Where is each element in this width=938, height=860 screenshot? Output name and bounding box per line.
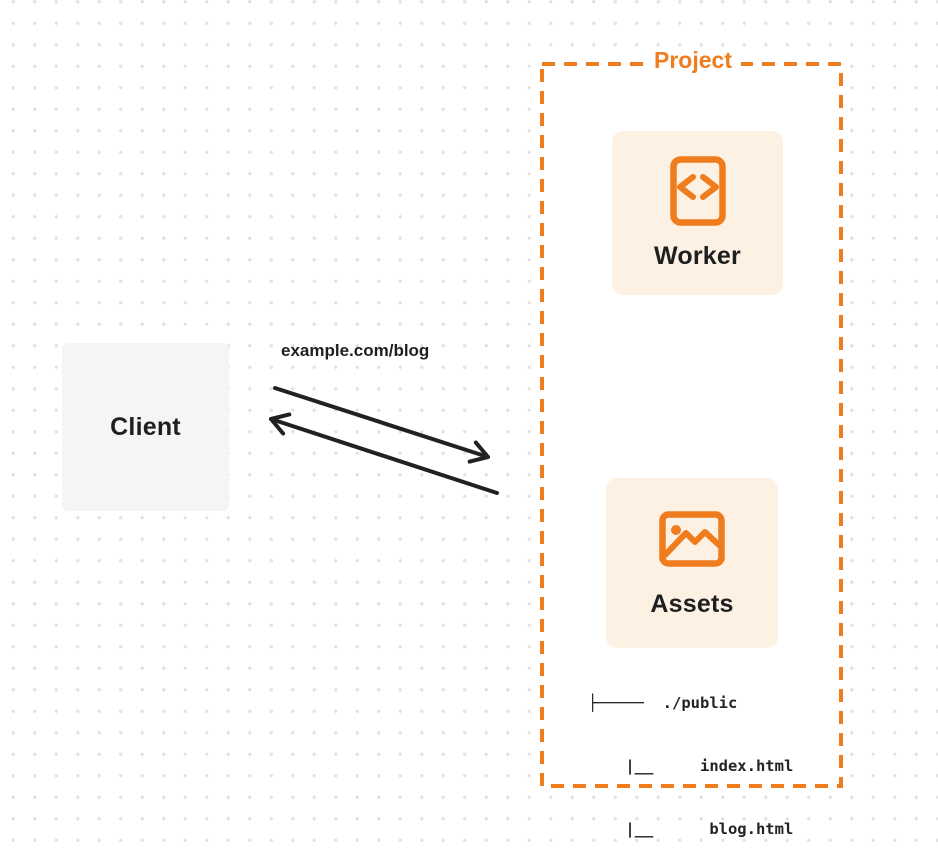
request-arrow	[273, 386, 490, 464]
project-dashed-border	[540, 62, 843, 788]
request-response-arrows	[269, 386, 499, 495]
code-file-icon	[669, 156, 726, 226]
assets-card: Assets	[606, 478, 778, 648]
image-icon	[659, 511, 725, 567]
file-tree: ├───── ./public |__ index.html |__ blog.…	[588, 651, 793, 860]
response-arrow	[269, 412, 499, 495]
client-box: Client	[62, 343, 229, 511]
client-label: Client	[110, 412, 181, 441]
assets-label: Assets	[650, 590, 734, 618]
worker-label: Worker	[654, 242, 741, 270]
file-tree-line-blog: |__ blog.html	[588, 820, 794, 838]
file-tree-line-index: |__ index.html	[588, 757, 794, 775]
worker-card: Worker	[612, 131, 783, 295]
request-url-label: example.com/blog	[281, 341, 430, 360]
file-tree-line-public: ├───── ./public	[588, 694, 738, 712]
project-label: Project	[645, 47, 741, 75]
